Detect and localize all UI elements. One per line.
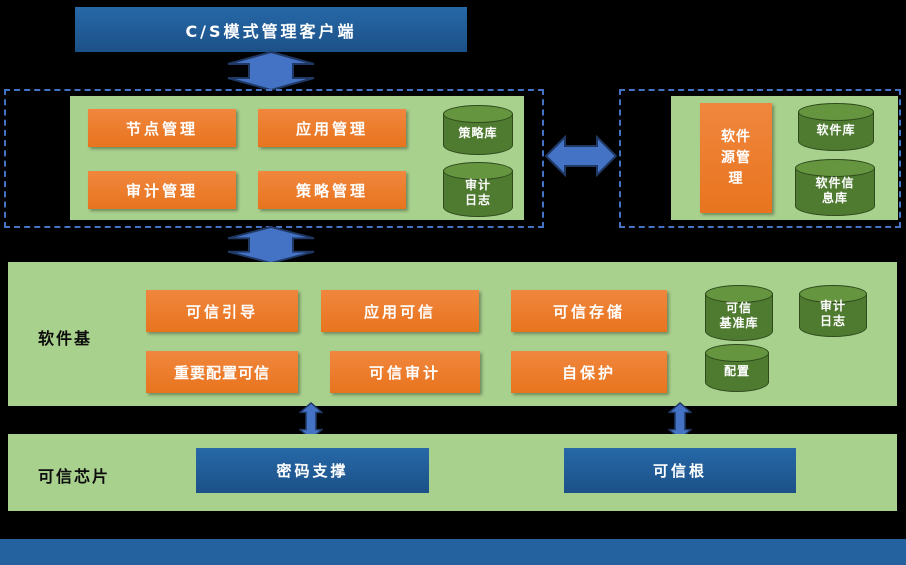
app-trust-box: 应用可信 (321, 290, 479, 332)
config-db-label: 配置 (723, 363, 750, 378)
trusted-audit-label: 可信审计 (368, 363, 441, 382)
policy-management-label: 策略管理 (295, 181, 368, 200)
double-arrow-management-base (226, 226, 316, 264)
node-management-box: 节点管理 (88, 109, 236, 147)
self-protection-label: 自保护 (561, 363, 616, 382)
cylinder-top (443, 105, 513, 123)
policy-management-box: 策略管理 (258, 171, 406, 209)
app-management-box: 应用管理 (258, 109, 406, 147)
trusted-boot-box: 可信引导 (146, 290, 298, 332)
crypto-support-box: 密码支撑 (196, 448, 429, 493)
root-of-trust-box: 可信根 (564, 448, 796, 493)
app-management-label: 应用管理 (295, 119, 368, 138)
double-arrow-client-management (226, 51, 316, 91)
trusted-audit-box: 可信审计 (330, 351, 480, 393)
client-box: C/S模式管理客户端 (75, 7, 467, 52)
config-db-cylinder: 配置 (705, 344, 769, 392)
cylinder-top (705, 285, 773, 303)
software-db-label: 软件库 (816, 122, 856, 137)
crypto-support-label: 密码支撑 (276, 462, 349, 480)
vertical-double-arrow-icon (227, 226, 315, 264)
audit-management-label: 审计管理 (125, 181, 198, 200)
policy-db-cylinder: 策略库 (443, 105, 513, 155)
trusted-storage-box: 可信存储 (511, 290, 667, 332)
horizontal-double-arrow-icon (545, 135, 617, 177)
cylinder-top (443, 162, 513, 180)
root-of-trust-label: 可信根 (652, 462, 707, 480)
audit-log-db-label: 审计 日志 (464, 177, 491, 207)
cylinder-top (799, 285, 867, 303)
cylinder-top (795, 159, 875, 177)
node-management-label: 节点管理 (125, 119, 198, 138)
software-source-management-box: 软件 源管 理 (700, 103, 772, 213)
software-source-management-label: 软件 源管 理 (721, 128, 751, 187)
trusted-boot-label: 可信引导 (185, 302, 258, 321)
self-protection-box: 自保护 (511, 351, 667, 393)
chip-panel-label: 可信芯片 (38, 467, 111, 486)
software-info-db-label: 软件信 息库 (815, 175, 855, 205)
base-audit-log-db-label: 审计 日志 (819, 299, 846, 328)
double-arrow-management-source (545, 135, 617, 177)
software-source-dashed-region (619, 89, 901, 228)
important-config-trust-label: 重要配置可信 (173, 363, 270, 382)
cylinder-top (705, 344, 769, 362)
trusted-baseline-db-label: 可信 基准库 (719, 301, 759, 330)
policy-db-label: 策略库 (458, 125, 498, 140)
trusted-baseline-db-cylinder: 可信 基准库 (705, 285, 773, 341)
audit-management-box: 审计管理 (88, 171, 236, 209)
software-info-db-cylinder: 软件信 息库 (795, 159, 875, 216)
vertical-double-arrow-icon (227, 51, 315, 91)
important-config-trust-box: 重要配置可信 (146, 351, 298, 393)
base-audit-log-db-cylinder: 审计 日志 (799, 285, 867, 337)
audit-log-db-cylinder: 审计 日志 (443, 162, 513, 217)
cylinder-top (798, 103, 874, 121)
software-db-cylinder: 软件库 (798, 103, 874, 151)
bottom-bar (0, 539, 906, 565)
client-box-label: C/S模式管理客户端 (185, 21, 357, 41)
trusted-storage-label: 可信存储 (552, 302, 625, 321)
software-base-label: 软件基 (38, 329, 93, 348)
app-trust-label: 应用可信 (363, 302, 436, 321)
